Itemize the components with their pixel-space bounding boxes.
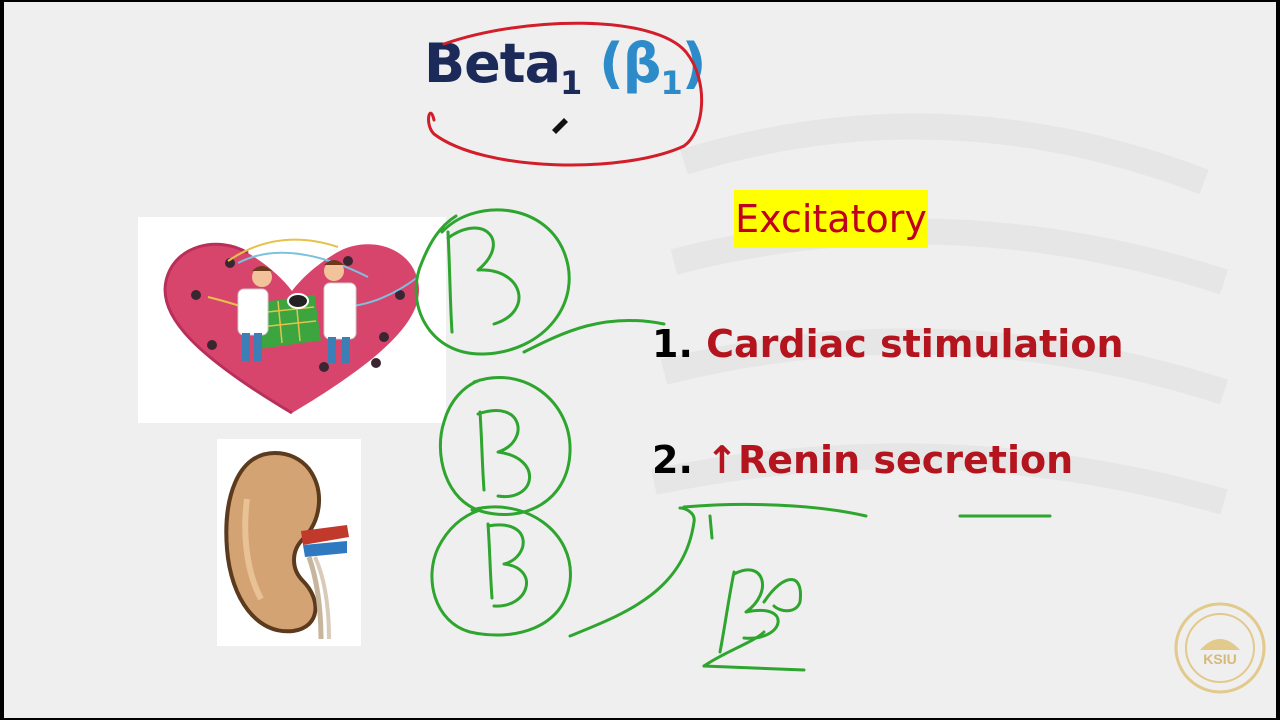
beta-circle-bottom bbox=[430, 505, 572, 637]
kidney-image bbox=[224, 450, 349, 640]
item-text: Cardiac stimulation bbox=[706, 322, 1124, 366]
beta-letter-top bbox=[446, 226, 521, 334]
title-beta-subscript: 1 bbox=[560, 64, 582, 102]
up-arrow-icon: ↑ bbox=[706, 438, 738, 482]
underline-renin bbox=[682, 502, 868, 518]
beta-circle-top bbox=[414, 208, 571, 356]
title-beta-symbol: (β bbox=[599, 32, 661, 95]
slide-title: Beta1 (β1) bbox=[424, 32, 706, 102]
title-red-circle bbox=[427, 21, 704, 167]
ksiu-logo: KSIU bbox=[1174, 602, 1266, 694]
title-symbol-subscript: 1 bbox=[660, 64, 682, 102]
heart-illustration bbox=[138, 217, 446, 423]
item-text: Renin secretion bbox=[737, 438, 1074, 482]
bp-underline-tail bbox=[702, 630, 766, 668]
connector-to-item1 bbox=[522, 318, 666, 354]
item-number: 2. bbox=[652, 438, 693, 482]
bp-underline bbox=[702, 664, 806, 672]
bp-tick bbox=[708, 514, 714, 540]
beta-letter-mid bbox=[476, 409, 531, 499]
bp-letters bbox=[718, 568, 803, 654]
beta-letter-bottom bbox=[486, 522, 528, 608]
excitatory-highlight: Excitatory bbox=[734, 190, 928, 248]
pen-cursor-icon bbox=[552, 118, 568, 134]
handwritten-annotations bbox=[414, 21, 1052, 672]
beta-circle-mid bbox=[438, 376, 572, 516]
list-item-cardiac: 1. Cardiac stimulation bbox=[652, 322, 1124, 366]
item-number: 1. bbox=[652, 322, 693, 366]
kidney-illustration bbox=[217, 439, 361, 646]
slide: Beta1 (β1) bbox=[4, 2, 1276, 718]
heart-image bbox=[163, 238, 419, 415]
logo-text: KSIU bbox=[1203, 651, 1236, 667]
list-item-renin: 2. ↑Renin secretion bbox=[652, 438, 1073, 482]
connector-to-item2 bbox=[568, 506, 696, 638]
